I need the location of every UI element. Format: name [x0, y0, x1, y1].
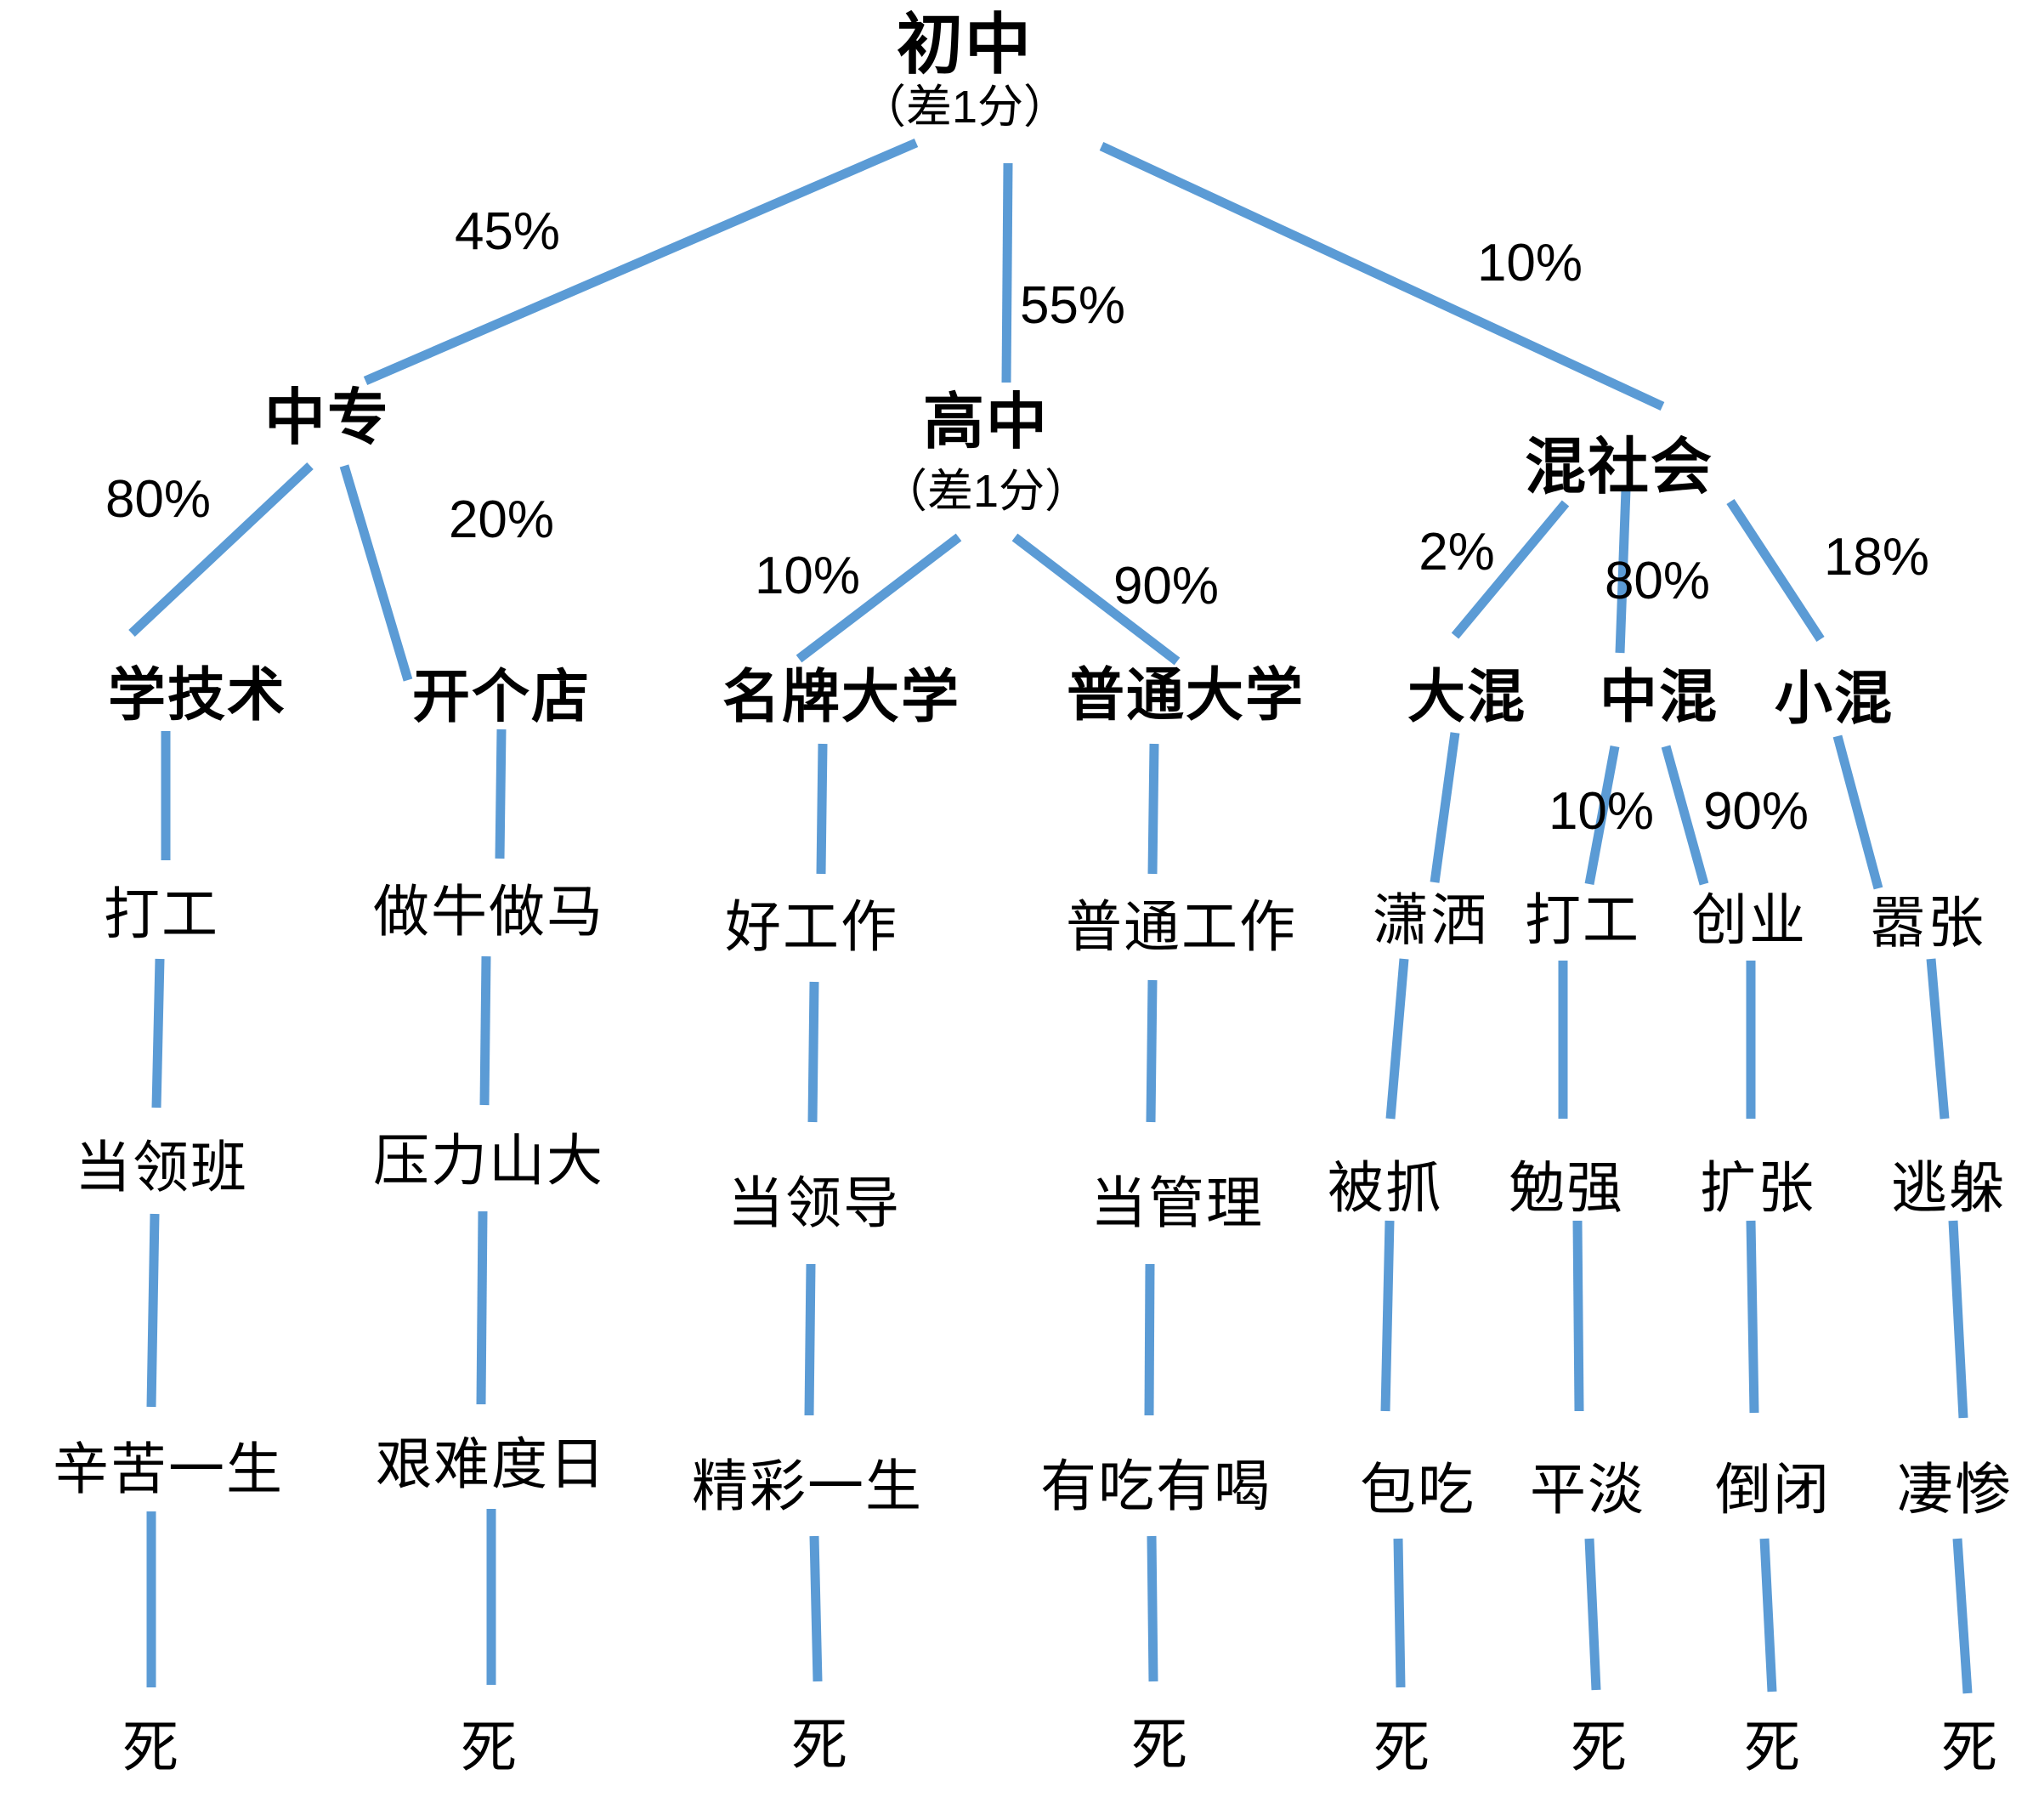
edge-highschool-ordinary: [1011, 533, 1181, 666]
edge-caught-fedjail: [1380, 1220, 1395, 1412]
edge-bighustler-carefree: [1430, 732, 1460, 883]
pct-vocational: 45%: [454, 202, 561, 261]
pct-midhustler-workjob: 10%: [1548, 782, 1655, 841]
edge-workjob-foreman: [151, 958, 165, 1108]
edge-manager-wellfed: [1144, 1263, 1155, 1416]
edge-foreman-hardlife: [146, 1213, 160, 1408]
edge-splendid-death: [809, 1535, 823, 1682]
edge-midhustler-workjob: [1584, 745, 1620, 886]
chain-node-splendid: 精彩一生: [692, 1454, 923, 1517]
chain-node-flee: 逃躲: [1891, 1156, 2007, 1219]
note-junior-high: （差1分）: [859, 82, 1070, 133]
edge-fedjail-death: [1393, 1538, 1406, 1688]
node-elite-university: 名牌大学: [722, 665, 961, 729]
chain-node-leader: 当领导: [728, 1171, 901, 1234]
chain-node-caught: 被抓: [1328, 1156, 1443, 1219]
edge-barely-plain: [1572, 1220, 1584, 1412]
edge-flee-miserable: [1948, 1220, 1968, 1419]
edge-root-hustle: [1099, 142, 1665, 411]
pct-big-hustler: 2%: [1419, 523, 1495, 581]
pct-learn-trade: 80%: [105, 470, 212, 529]
edge-midhustler-startup: [1661, 745, 1709, 886]
edge-ordinary-plainjob: [1147, 743, 1159, 875]
edge-wellfed-death: [1147, 1535, 1158, 1682]
edge-pressure-struggle: [476, 1210, 488, 1405]
chain-node-plainjob: 普通工作: [1066, 895, 1297, 958]
edge-plain-death: [1584, 1538, 1601, 1691]
node-open-shop: 开个店: [411, 665, 592, 729]
node-mid-hustler: 中混: [1599, 665, 1719, 729]
edge-shop-oxhorse: [495, 729, 507, 859]
edge-miserable-death: [1952, 1538, 1973, 1694]
edge-goodjob-leader: [807, 981, 819, 1123]
node-high-school: 高中: [922, 388, 1050, 456]
chain-node-pressure: 压力山大: [373, 1129, 604, 1192]
edge-oxhorse-pressure: [479, 955, 491, 1106]
chain-node-death-1: 死: [122, 1715, 180, 1778]
chain-node-death-6: 死: [1571, 1715, 1628, 1778]
chain-node-wellfed: 有吃有喝: [1040, 1454, 1271, 1517]
edge-carefree-caught: [1385, 958, 1409, 1120]
edge-hustle-small: [1726, 498, 1825, 643]
pct-open-shop: 20%: [448, 490, 555, 549]
edge-root-vocational: [363, 138, 919, 386]
edge-highschool-elite: [796, 533, 962, 663]
edge-root-highschool: [1001, 162, 1013, 383]
chain-node-oxhorse: 做牛做马: [373, 880, 604, 943]
chain-node-workjob: 打工: [104, 882, 219, 945]
chain-node-death-2: 死: [461, 1715, 518, 1778]
node-startup: 创业: [1691, 888, 1807, 951]
chain-node-hardlife: 辛苦一生: [53, 1437, 284, 1500]
chain-node-death-4: 死: [1131, 1713, 1189, 1776]
edge-vocational-shop: [339, 464, 413, 682]
chain-node-foreman: 当领班: [75, 1136, 248, 1199]
edge-bankrupt-death: [1759, 1538, 1777, 1692]
pct-ordinary-univ: 90%: [1113, 557, 1220, 615]
chain-node-arrogant: 嚣张: [1870, 891, 1985, 954]
edge-plainjob-manager: [1146, 979, 1158, 1123]
pct-elite-univ: 10%: [754, 547, 861, 605]
node-learn-trade: 学技术: [107, 663, 287, 728]
node-workjob-2: 打工: [1525, 888, 1640, 951]
edge-smallhustler-arrogant: [1832, 734, 1883, 890]
note-high-school: （差1分）: [881, 466, 1091, 517]
pct-highschool: 55%: [1019, 276, 1126, 335]
chain-node-death-8: 死: [1941, 1715, 1999, 1778]
node-ordinary-university: 普通大学: [1066, 663, 1305, 728]
node-small-hustler: 小混: [1774, 666, 1894, 731]
edge-hustle-big: [1451, 500, 1570, 639]
chain-node-struggle: 艰难度日: [376, 1432, 607, 1495]
chain-node-bankrupt: 倒闭: [1715, 1458, 1831, 1521]
pct-small-hustler: 18%: [1823, 528, 1930, 587]
chain-node-goodjob: 好工作: [725, 895, 898, 958]
edge-expand-bankrupt: [1746, 1220, 1759, 1414]
chain-node-fedjail: 包吃: [1360, 1458, 1475, 1521]
pct-hustle: 10%: [1476, 234, 1583, 292]
node-hustle-society: 混社会: [1524, 434, 1714, 502]
chain-node-death-3: 死: [791, 1713, 849, 1776]
chain-node-carefree: 潇洒: [1373, 888, 1488, 951]
chain-node-expand: 扩张: [1700, 1156, 1815, 1219]
node-big-hustler: 大混: [1407, 665, 1527, 729]
node-junior-high: 初中: [896, 7, 1033, 82]
pct-midhustler-startup: 90%: [1702, 782, 1809, 841]
chain-node-plain: 平淡: [1530, 1458, 1645, 1521]
edge-arrogant-flee: [1926, 958, 1950, 1120]
chain-node-manager: 当管理: [1090, 1171, 1264, 1234]
chain-node-miserable: 凄惨: [1897, 1458, 2013, 1521]
chain-node-death-5: 死: [1373, 1715, 1431, 1778]
chain-node-death-7: 死: [1744, 1715, 1802, 1778]
edge-hustle-mid: [1615, 489, 1631, 654]
pct-mid-hustler: 80%: [1604, 552, 1711, 610]
node-vocational-school: 中专: [263, 384, 391, 452]
edge-vocational-trade: [128, 462, 314, 638]
edge-leader-splendid: [804, 1263, 816, 1416]
edge-elite-goodjob: [816, 743, 828, 875]
chain-node-barely: 勉强: [1509, 1156, 1624, 1219]
